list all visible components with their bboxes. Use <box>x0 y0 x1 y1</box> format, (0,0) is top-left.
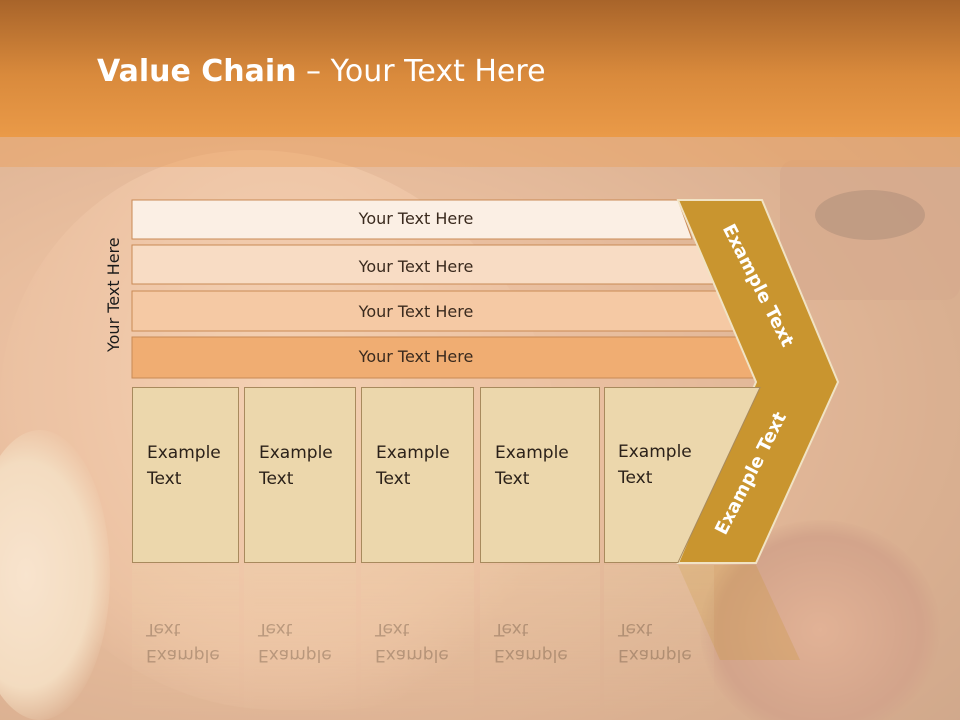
activity-box-4-text: Example Text <box>495 440 585 492</box>
box-reflection-1-text: Example Text <box>146 616 236 668</box>
box-reflection-1: Example Text <box>132 565 239 720</box>
activity-box-2-line2: Text <box>259 469 294 489</box>
box-reflection-5-text: Example Text <box>618 616 708 668</box>
slide-title: Value Chain – Your Text Here <box>97 54 546 89</box>
bar-3-label: Your Text Here <box>358 302 474 321</box>
bar-4: Your Text Here <box>131 336 764 379</box>
header-band <box>0 137 960 167</box>
bar-1-label: Your Text Here <box>358 209 474 228</box>
activity-box-1-text: Example Text <box>147 440 237 492</box>
activity-box-5-shape <box>604 387 761 563</box>
activity-box-5: Example Text <box>604 387 764 563</box>
box-reflection-2-text: Example Text <box>258 616 348 668</box>
activity-box-3: Example Text <box>361 387 474 563</box>
activity-box-4-line1: Example <box>495 443 569 463</box>
box-reflection-1-line2: Text <box>146 619 181 639</box>
activity-box-2: Example Text <box>244 387 356 563</box>
activity-box-5-text: Example Text <box>618 439 708 491</box>
box-reflection-4-line2: Text <box>494 619 529 639</box>
activity-box-5-line1: Example <box>618 442 692 462</box>
box-reflection-2-line1: Example <box>258 645 332 665</box>
title-rest: – Your Text Here <box>296 54 546 89</box>
chevron-reflection <box>678 565 800 660</box>
box-reflection-5-inner: Example Text <box>604 565 714 720</box>
header-bar <box>0 0 960 137</box>
activity-box-1: Example Text <box>132 387 239 563</box>
activity-box-5-line2: Text <box>618 468 653 488</box>
activity-box-1-line1: Example <box>147 443 221 463</box>
activity-box-3-line1: Example <box>376 443 450 463</box>
box-reflection-1-line1: Example <box>146 645 220 665</box>
box-reflection-5-line2: Text <box>618 619 653 639</box>
activity-box-4: Example Text <box>480 387 600 563</box>
activity-box-1-line2: Text <box>147 469 182 489</box>
bar-2-label: Your Text Here <box>358 257 474 276</box>
activity-box-4-line2: Text <box>495 469 530 489</box>
box-reflection-2-inner: Example Text <box>244 565 356 720</box>
box-reflection-5: Example Text <box>604 565 714 720</box>
title-bold: Value Chain <box>97 54 297 89</box>
bar-1-shape <box>131 199 693 240</box>
box-reflection-4: Example Text <box>480 565 600 720</box>
box-reflection-2: Example Text <box>244 565 356 720</box>
box-reflection-5-line1: Example <box>618 645 692 665</box>
box-reflection-3: Example Text <box>361 565 474 720</box>
bar-2: Your Text Here <box>131 244 717 285</box>
activity-box-3-line2: Text <box>376 469 411 489</box>
box-reflection-3-line1: Example <box>375 645 449 665</box>
bar-4-label: Your Text Here <box>358 347 474 366</box>
activity-box-3-text: Example Text <box>376 440 466 492</box>
box-reflection-4-inner: Example Text <box>480 565 600 720</box>
box-reflection-1-inner: Example Text <box>132 565 239 720</box>
box-reflection-3-inner: Example Text <box>361 565 474 720</box>
box-reflection-3-text: Example Text <box>375 616 465 668</box>
bar-3: Your Text Here <box>131 290 740 332</box>
box-reflection-2-line2: Text <box>258 619 293 639</box>
bar-1: Your Text Here <box>131 199 693 240</box>
box-reflection-4-text: Example Text <box>494 616 584 668</box>
activity-box-2-line1: Example <box>259 443 333 463</box>
box-reflection-4-line1: Example <box>494 645 568 665</box>
activity-box-2-text: Example Text <box>259 440 349 492</box>
box-reflection-3-line2: Text <box>375 619 410 639</box>
